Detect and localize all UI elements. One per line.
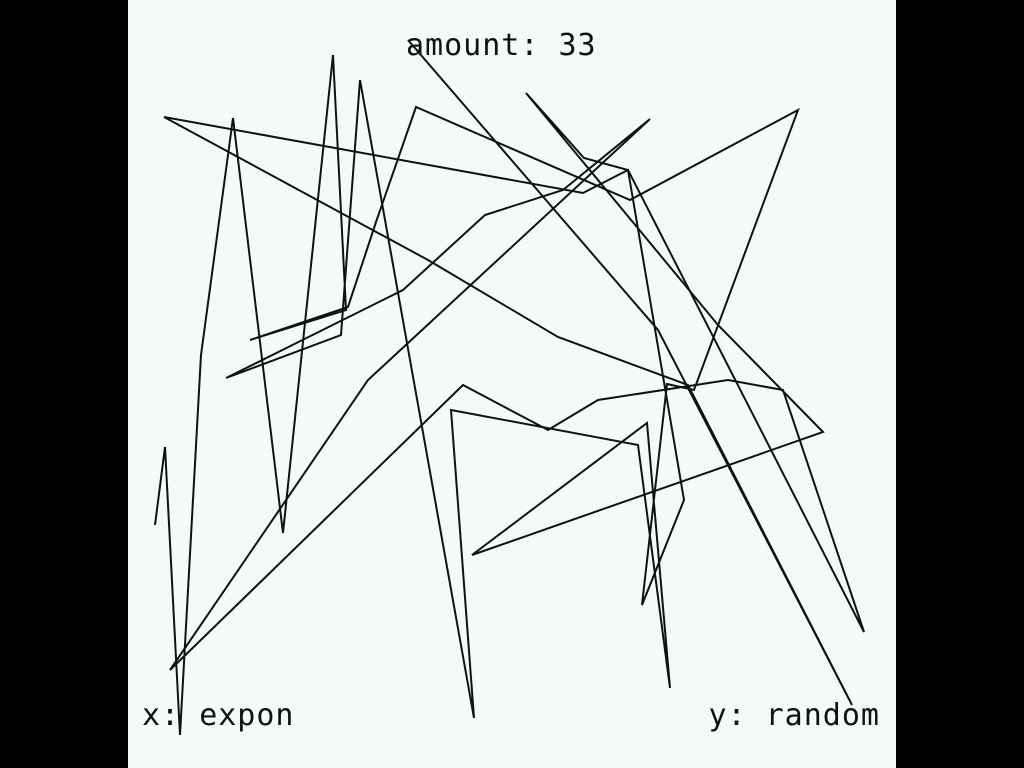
random-polyline	[154, 39, 865, 736]
plot-canvas: amount: 33 x: expon y: random	[128, 0, 896, 768]
x-distribution-label: x: expon	[142, 698, 295, 733]
y-distribution-label: y: random	[708, 698, 880, 733]
amount-label: amount:	[406, 28, 540, 63]
y-value: random	[765, 698, 880, 733]
amount-value: 33	[558, 28, 597, 63]
y-label: y:	[708, 698, 747, 733]
random-line-plot	[154, 39, 865, 736]
x-label: x:	[142, 698, 181, 733]
amount-readout: amount: 33	[406, 28, 597, 63]
x-value: expon	[199, 698, 295, 733]
